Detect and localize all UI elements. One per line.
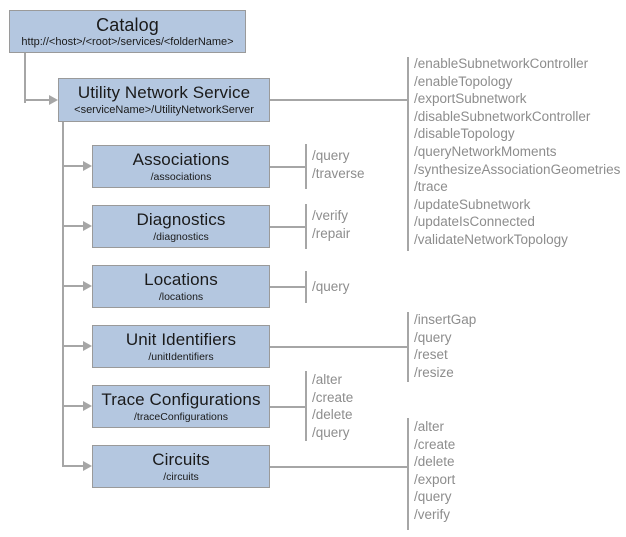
node-utility-network-service[interactable]: Utility Network Service <serviceName>/Ut…: [58, 78, 270, 122]
node-trace-configurations-path: /traceConfigurations: [134, 410, 228, 423]
ops-item: /query: [414, 489, 452, 505]
node-diagnostics[interactable]: Diagnostics /diagnostics: [92, 205, 270, 248]
arrow-to-trace-configurations: [83, 401, 92, 411]
ops-item: /exportSubnetwork: [414, 91, 527, 107]
ops-item: /repair: [312, 225, 351, 241]
ops-item: /queryNetworkMoments: [414, 143, 557, 159]
ops-item: /traverse: [312, 165, 365, 181]
bracket-diagnostics-ops: [305, 204, 307, 249]
node-catalog[interactable]: Catalog http://<host>/<root>/services/<f…: [9, 10, 246, 53]
ops-list-service: /enableSubnetworkController /enableTopol…: [414, 55, 620, 249]
arrow-to-locations: [83, 281, 92, 291]
ops-item: /alter: [312, 372, 343, 387]
node-unit-identifiers-path: /unitIdentifiers: [148, 350, 214, 363]
ops-item: /disableTopology: [414, 126, 515, 142]
bracket-trace-configurations-ops: [305, 371, 307, 441]
connector-diagnostics-to-ops: [270, 226, 307, 228]
ops-item: /resize: [414, 364, 454, 380]
arrow-to-associations: [83, 161, 92, 171]
connector-trace-configurations-to-ops: [270, 406, 307, 408]
node-trace-configurations-title: Trace Configurations: [101, 389, 261, 409]
ops-item: /verify: [414, 506, 451, 522]
node-catalog-title: Catalog: [96, 14, 159, 35]
ops-item: /delete: [312, 407, 353, 423]
arrow-to-diagnostics: [83, 221, 92, 231]
connector-catalog-down: [24, 53, 26, 103]
ops-item: /query: [312, 148, 350, 163]
arrow-to-unit-identifiers: [83, 341, 92, 351]
ops-list-circuits: /alter /create /delete /export /query /v…: [414, 418, 455, 524]
node-diagnostics-title: Diagnostics: [136, 209, 226, 229]
arrow-to-circuits: [83, 461, 92, 471]
connector-trunk-to-unit-identifiers: [62, 345, 88, 347]
connector-trunk-to-associations: [62, 165, 88, 167]
node-unit-identifiers[interactable]: Unit Identifiers /unitIdentifiers: [92, 325, 270, 368]
ops-list-locations: /query: [312, 278, 350, 296]
connector-catalog-right: [24, 99, 50, 101]
node-diagnostics-path: /diagnostics: [153, 230, 209, 243]
ops-item: /enableSubnetworkController: [414, 56, 589, 71]
ops-item: /query: [414, 329, 452, 345]
node-circuits-title: Circuits: [152, 449, 210, 469]
ops-list-associations: /query /traverse: [312, 147, 365, 182]
bracket-service-ops: [407, 57, 409, 251]
connector-trunk-to-diagnostics: [62, 225, 88, 227]
node-trace-configurations[interactable]: Trace Configurations /traceConfiguration…: [92, 385, 270, 428]
ops-list-unit-identifiers: /insertGap /query /reset /resize: [414, 311, 476, 381]
connector-trunk-to-trace-configurations: [62, 405, 88, 407]
connector-unit-identifiers-to-ops: [270, 346, 409, 348]
node-circuits-path: /circuits: [163, 470, 199, 483]
connector-locations-to-ops: [270, 286, 307, 288]
ops-item: /query: [312, 424, 350, 440]
node-circuits[interactable]: Circuits /circuits: [92, 445, 270, 488]
ops-item: /verify: [312, 208, 349, 223]
bracket-circuits-ops: [407, 418, 409, 530]
ops-item: /query: [312, 279, 350, 294]
node-locations-path: /locations: [158, 290, 204, 303]
ops-item: /updateSubnetwork: [414, 196, 531, 212]
ops-item: /insertGap: [414, 312, 477, 327]
ops-item: /alter: [414, 419, 445, 434]
ops-item: /enableTopology: [414, 73, 513, 89]
node-associations-title: Associations: [132, 149, 230, 169]
node-locations[interactable]: Locations /locations: [92, 265, 270, 308]
arrow-catalog-to-service: [49, 95, 58, 105]
node-utility-network-service-path: <serviceName>/UtilityNetworkServer: [74, 104, 254, 116]
connector-service-trunk: [62, 122, 64, 467]
node-catalog-path: http://<host>/<root>/services/<folderNam…: [21, 35, 234, 48]
ops-item: /trace: [414, 179, 448, 195]
connector-associations-to-ops: [270, 166, 307, 168]
connector-trunk-to-circuits: [62, 465, 88, 467]
node-utility-network-service-title: Utility Network Service: [77, 83, 251, 102]
connector-trunk-to-locations: [62, 285, 88, 287]
bracket-unit-identifiers-ops: [407, 312, 409, 382]
ops-item: /create: [312, 389, 354, 405]
bracket-locations-ops: [305, 271, 307, 303]
ops-list-trace-configurations: /alter /create /delete /query: [312, 371, 353, 441]
ops-item: /reset: [414, 347, 448, 363]
node-unit-identifiers-title: Unit Identifiers: [125, 329, 237, 349]
node-associations-path: /associations: [150, 170, 212, 183]
ops-item: /delete: [414, 454, 455, 470]
ops-item: /export: [414, 471, 456, 487]
connector-circuits-to-ops: [270, 466, 409, 468]
connector-service-to-ops: [270, 99, 409, 101]
node-associations[interactable]: Associations /associations: [92, 145, 270, 188]
ops-item: /disableSubnetworkController: [414, 108, 591, 124]
bracket-associations-ops: [305, 144, 307, 189]
ops-item: /updateIsConnected: [414, 214, 535, 230]
node-locations-title: Locations: [144, 269, 218, 289]
ops-item: /synthesizeAssociationGeometries: [414, 161, 621, 177]
ops-item: /create: [414, 436, 456, 452]
ops-item: /validateNetworkTopology: [414, 231, 568, 247]
ops-list-diagnostics: /verify /repair: [312, 207, 350, 242]
